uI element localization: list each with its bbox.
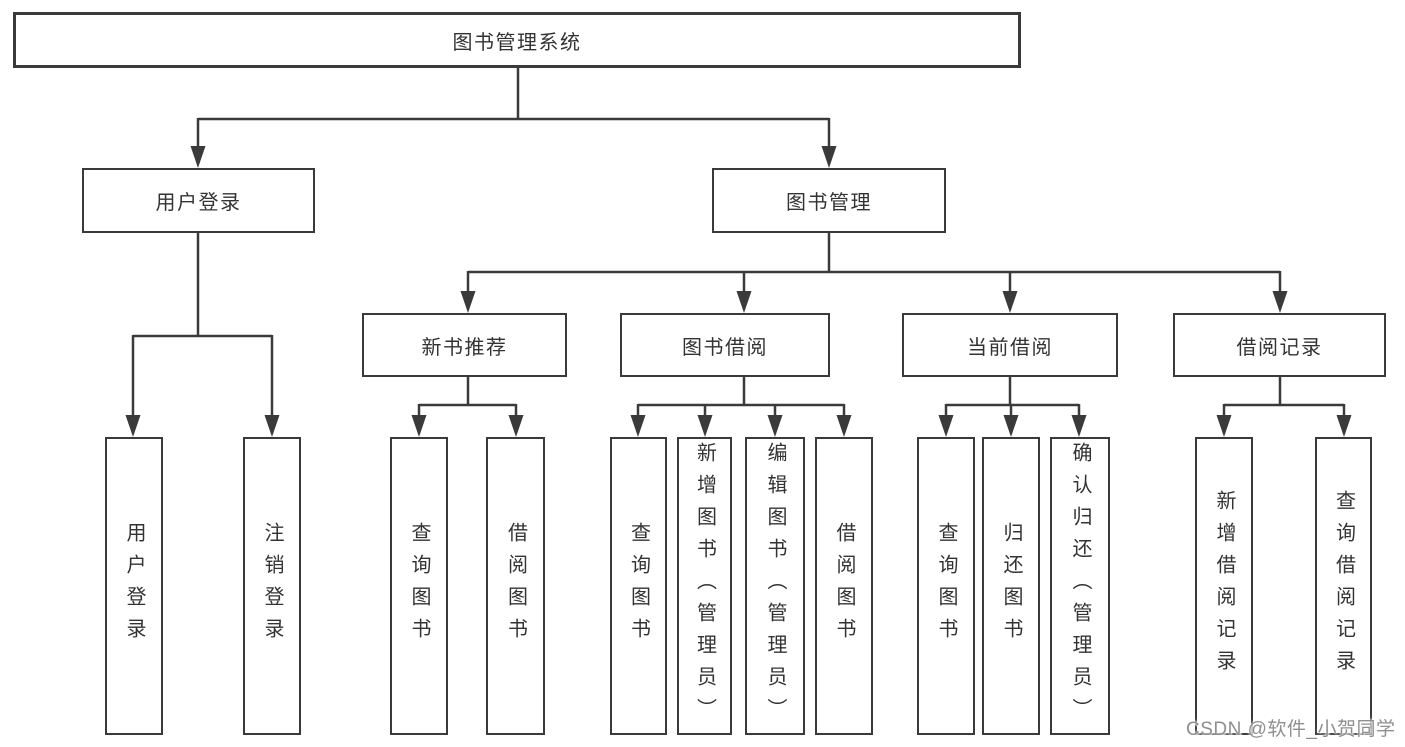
leaf-current-confirm-return-admin-label: 确认归还（管理员） — [1069, 442, 1091, 730]
leaf-newbook-borrow-books-label: 借阅图书 — [504, 522, 527, 650]
node-current-borrowing: 当前借阅 — [902, 313, 1118, 377]
leaf-newbook-borrow-books: 借阅图书 — [486, 437, 545, 735]
leaf-borrow-query-books: 查询图书 — [610, 437, 667, 735]
node-book-borrowing-label: 图书借阅 — [682, 336, 768, 359]
node-new-book-recommendation: 新书推荐 — [362, 313, 567, 377]
leaf-borrow-borrow-books: 借阅图书 — [815, 437, 873, 735]
leaf-borrow-query-books-label: 查询图书 — [627, 522, 650, 650]
leaf-records-query-record-label: 查询借阅记录 — [1332, 490, 1355, 682]
leaf-borrow-edit-book-admin: 编辑图书（管理员） — [745, 437, 805, 735]
node-root-label: 图书管理系统 — [452, 31, 582, 54]
node-new-book-recommendation-label: 新书推荐 — [421, 336, 508, 359]
node-user-login-label: 用户登录 — [155, 192, 242, 214]
node-book-management: 图书管理 — [712, 168, 946, 233]
leaf-borrow-borrow-books-label: 借阅图书 — [833, 522, 855, 650]
leaf-borrow-add-book-admin-label: 新增图书（管理员） — [693, 442, 716, 730]
leaf-user-login: 用户登录 — [105, 437, 163, 735]
node-book-management-label: 图书管理 — [786, 192, 872, 214]
leaf-records-add-record-label: 新增借阅记录 — [1213, 490, 1235, 682]
node-user-login: 用户登录 — [82, 168, 315, 233]
leaf-user-login-label: 用户登录 — [123, 522, 145, 650]
leaf-records-query-record: 查询借阅记录 — [1315, 437, 1372, 735]
leaf-current-return-books-label: 归还图书 — [1000, 522, 1022, 650]
node-root: 图书管理系统 — [13, 12, 1021, 68]
csdn-watermark: CSDN @软件_小贺同学 — [1186, 719, 1396, 740]
leaf-logout-label: 注销登录 — [261, 522, 283, 650]
leaf-current-query-books-label: 查询图书 — [935, 522, 957, 650]
node-book-borrowing: 图书借阅 — [620, 313, 830, 377]
node-borrowing-records-label: 借阅记录 — [1236, 336, 1323, 359]
leaf-current-return-books: 归还图书 — [982, 437, 1040, 735]
leaf-newbook-query-books: 查询图书 — [390, 437, 448, 735]
leaf-current-confirm-return-admin: 确认归还（管理员） — [1050, 437, 1110, 735]
leaf-records-add-record: 新增借阅记录 — [1195, 437, 1253, 735]
leaf-logout: 注销登录 — [243, 437, 301, 735]
arrowheads — [125, 146, 1352, 437]
leaf-borrow-edit-book-admin-label: 编辑图书（管理员） — [764, 442, 786, 730]
leaf-current-query-books: 查询图书 — [917, 437, 975, 735]
node-current-borrowing-label: 当前借阅 — [967, 336, 1053, 359]
leaf-newbook-query-books-label: 查询图书 — [408, 522, 430, 650]
node-borrowing-records: 借阅记录 — [1173, 313, 1386, 377]
leaf-borrow-add-book-admin: 新增图书（管理员） — [677, 437, 732, 735]
